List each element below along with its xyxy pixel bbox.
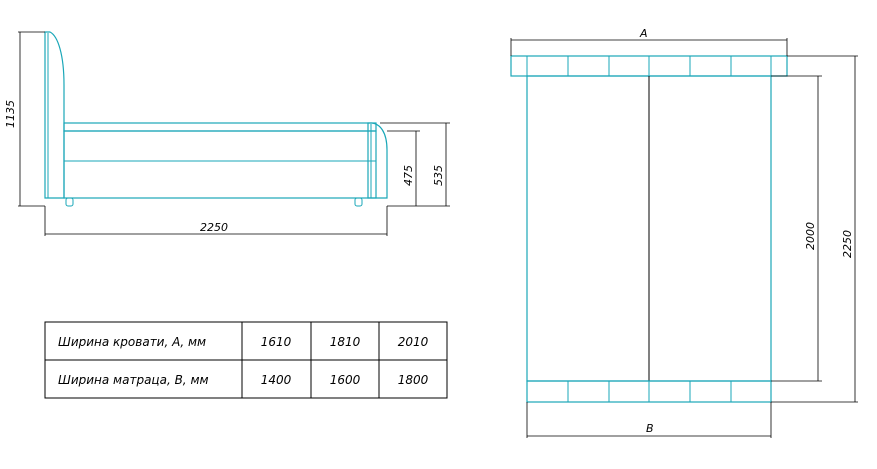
foot-left [65, 197, 74, 207]
table-cell: 1800 [398, 373, 429, 387]
width-table: Ширина кровати, А, мм 1610 1810 2010 Шир… [44, 321, 448, 399]
side-view: 1135 2250 475 535 [4, 31, 450, 236]
dim-length-label: 2250 [200, 221, 228, 234]
table-row-label: Ширина кровати, А, мм [58, 335, 206, 349]
table-cell: 1600 [330, 373, 361, 387]
dim-total-label: 535 [432, 165, 445, 186]
footboard-outline [367, 122, 388, 199]
foot-right [354, 197, 363, 207]
table-row-label: Ширина матраца, В, мм [58, 373, 209, 387]
table-cell: 1610 [261, 335, 292, 349]
table-cell: 2010 [398, 335, 429, 349]
mattress-side [63, 122, 377, 132]
dim-height-label: 1135 [4, 100, 17, 128]
dim-frame-label: 475 [402, 165, 415, 186]
frame-side [63, 130, 377, 199]
table-cell: 1810 [330, 335, 361, 349]
dim-a-label: A [639, 27, 648, 40]
table-cell: 1400 [261, 373, 292, 387]
dim-b-label: B [646, 422, 654, 435]
dim-total-length-label: 2250 [841, 230, 854, 258]
dim-mattress-length-label: 2000 [804, 222, 817, 250]
top-view: A B 2000 2250 [510, 27, 858, 438]
